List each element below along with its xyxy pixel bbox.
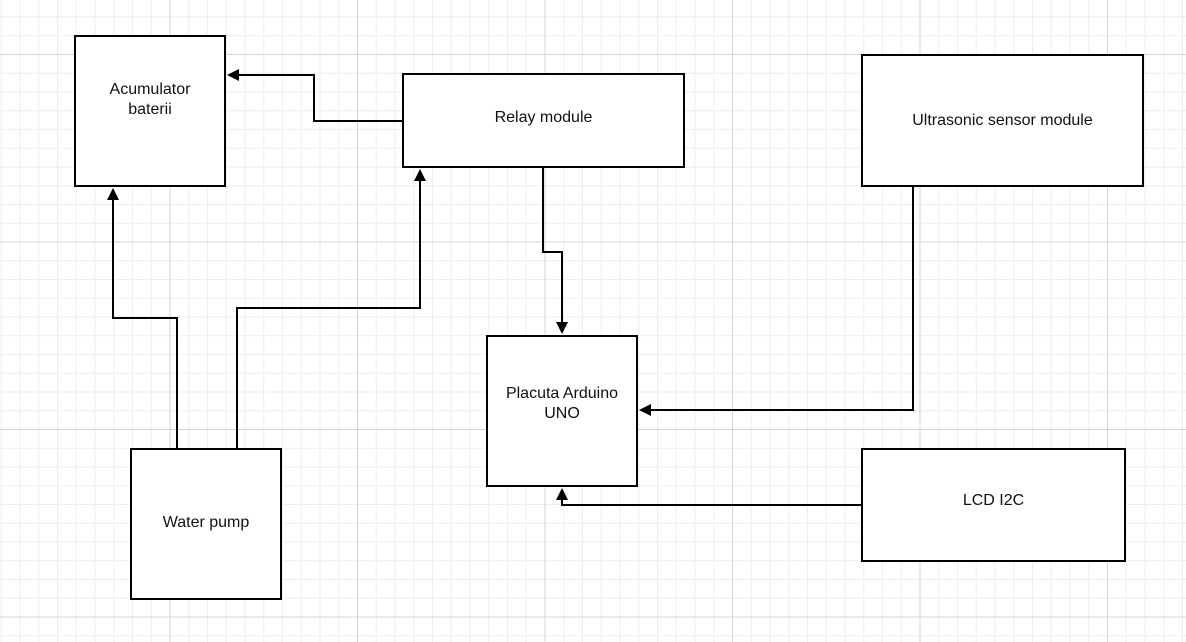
connector-relay-to-acumulator xyxy=(227,69,402,122)
node-placuta-arduino-uno[interactable]: Placuta Arduino UNO xyxy=(486,335,638,487)
node-ultrasonic-sensor-module[interactable]: Ultrasonic sensor module xyxy=(861,54,1144,187)
connector-pump-to-relay xyxy=(236,169,426,448)
node-relay-module[interactable]: Relay module xyxy=(402,73,685,168)
node-label: Acumulator baterii xyxy=(109,81,191,118)
node-label: LCD I2C xyxy=(962,492,1025,509)
connector-relay-to-arduino xyxy=(542,168,568,334)
node-label: Ultrasonic sensor module xyxy=(912,111,1093,129)
connector-lcd-to-arduino xyxy=(556,488,861,506)
connector-pump-to-acumulator xyxy=(107,188,178,448)
node-label: Water pump xyxy=(162,514,250,531)
node-label: Placuta Arduino UNO xyxy=(505,385,619,422)
connector-ultrasonic-to-arduino xyxy=(639,187,914,416)
node-label: Relay module xyxy=(494,108,593,126)
node-water-pump[interactable]: Water pump xyxy=(130,448,282,600)
node-lcd-i2c[interactable]: LCD I2C xyxy=(861,448,1126,562)
node-acumulator-baterii[interactable]: Acumulator baterii xyxy=(74,35,226,187)
